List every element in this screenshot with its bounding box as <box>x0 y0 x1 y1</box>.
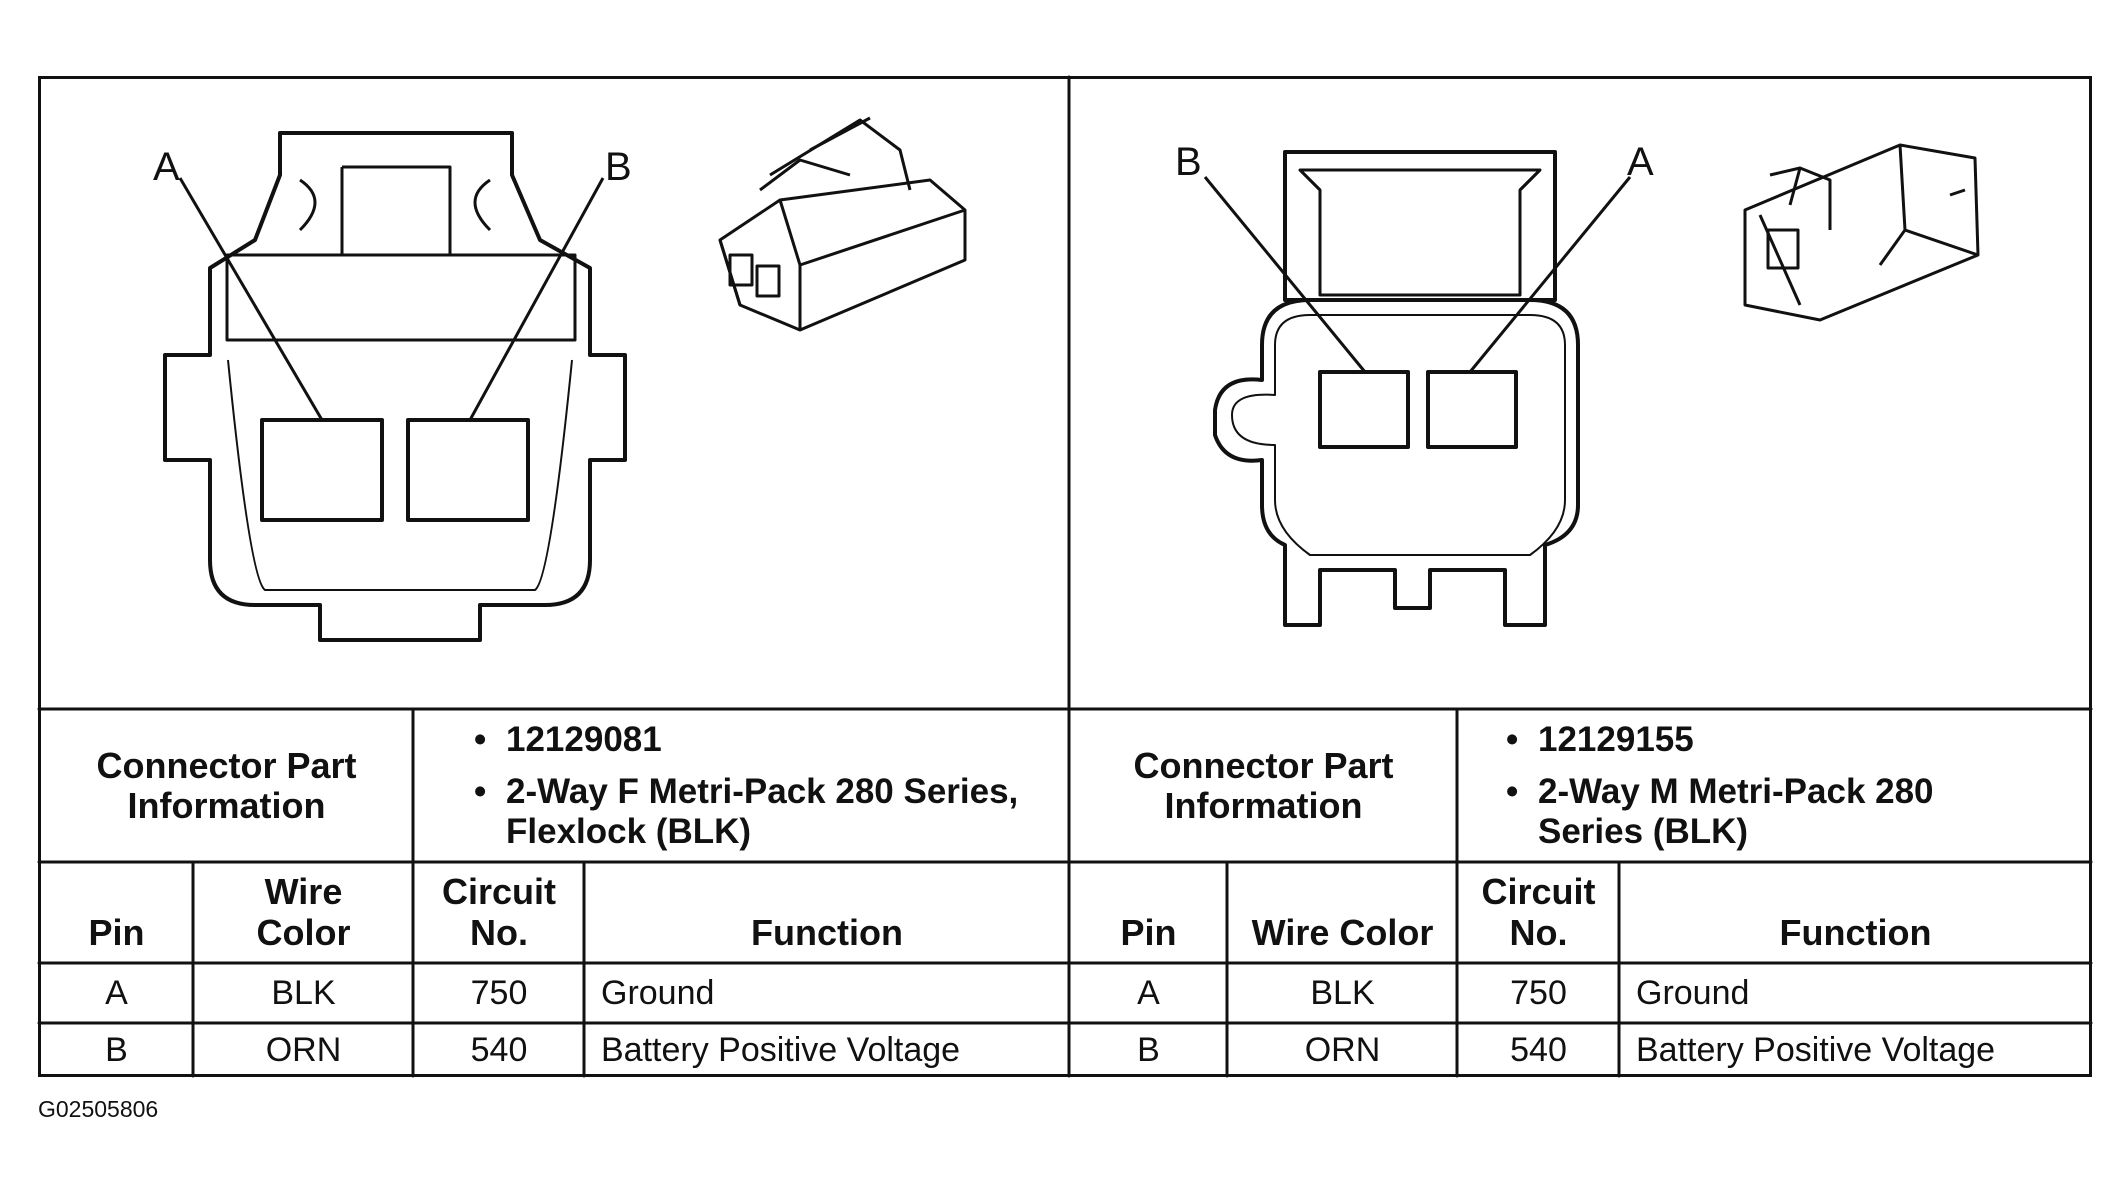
right-col-circuit: Circuit No. <box>1481 871 1596 953</box>
table-cell: 750 <box>1510 974 1567 1013</box>
right-pin-a-label: A <box>1627 140 1654 184</box>
right-col-function: Function <box>1779 911 1932 953</box>
table-cell: Battery Positive Voltage <box>601 1030 961 1069</box>
right-info-item: 12129155 <box>1502 720 1982 760</box>
right-connector-face-drawing <box>1213 150 1580 627</box>
left-pin-a-cavity <box>260 418 384 522</box>
table-cell: Ground <box>1636 974 1750 1013</box>
table-cell: B <box>1137 1030 1160 1069</box>
table-cell: 750 <box>470 974 528 1013</box>
right-pin-b-cavity <box>1318 370 1410 449</box>
left-col-circuit: Circuit No. <box>441 871 556 953</box>
table-cell: BLK <box>271 974 336 1013</box>
connector-diagram-frame <box>38 76 2092 1077</box>
table-cell: B <box>105 1030 128 1069</box>
right-pin-b-label: B <box>1175 140 1202 184</box>
table-cell: 540 <box>1510 1030 1567 1069</box>
table-cell: A <box>105 974 128 1013</box>
left-col-wire: Wire Color <box>256 871 351 953</box>
left-info-item: 2-Way F Metri-Pack 280 Series, Flexlock … <box>470 772 1060 852</box>
right-pin-a-cavity <box>1426 370 1518 449</box>
table-cell: Ground <box>601 974 715 1013</box>
table-cell: BLK <box>1310 974 1375 1013</box>
right-info-list: 12129155 2-Way M Metri-Pack 280 Series (… <box>1502 720 1982 864</box>
left-col-pin: Pin <box>88 911 145 953</box>
right-info-label: Connector Part Information <box>1133 744 1394 826</box>
left-pin-b-label: B <box>605 145 632 189</box>
left-pin-b-cavity <box>406 418 530 522</box>
right-info-item: 2-Way M Metri-Pack 280 Series (BLK) <box>1502 772 1982 852</box>
right-connector-iso-drawing <box>1743 143 1980 322</box>
figure-id: G02505806 <box>38 1096 159 1122</box>
left-info-item: 12129081 <box>470 720 1060 760</box>
left-col-function: Function <box>751 911 903 953</box>
table-cell: ORN <box>265 1030 342 1069</box>
table-cell: ORN <box>1304 1030 1381 1069</box>
table-cell: 540 <box>470 1030 528 1069</box>
right-col-wire: Wire Color <box>1251 911 1434 953</box>
right-col-pin: Pin <box>1120 911 1177 953</box>
left-pin-a-label: A <box>153 145 180 189</box>
left-connector-iso-drawing <box>718 116 967 332</box>
left-info-list: 12129081 2-Way F Metri-Pack 280 Series, … <box>470 720 1060 864</box>
table-cell: A <box>1137 974 1160 1013</box>
left-connector-face-drawing <box>163 131 627 642</box>
left-info-label: Connector Part Information <box>96 744 357 826</box>
table-cell: Battery Positive Voltage <box>1636 1030 1996 1069</box>
